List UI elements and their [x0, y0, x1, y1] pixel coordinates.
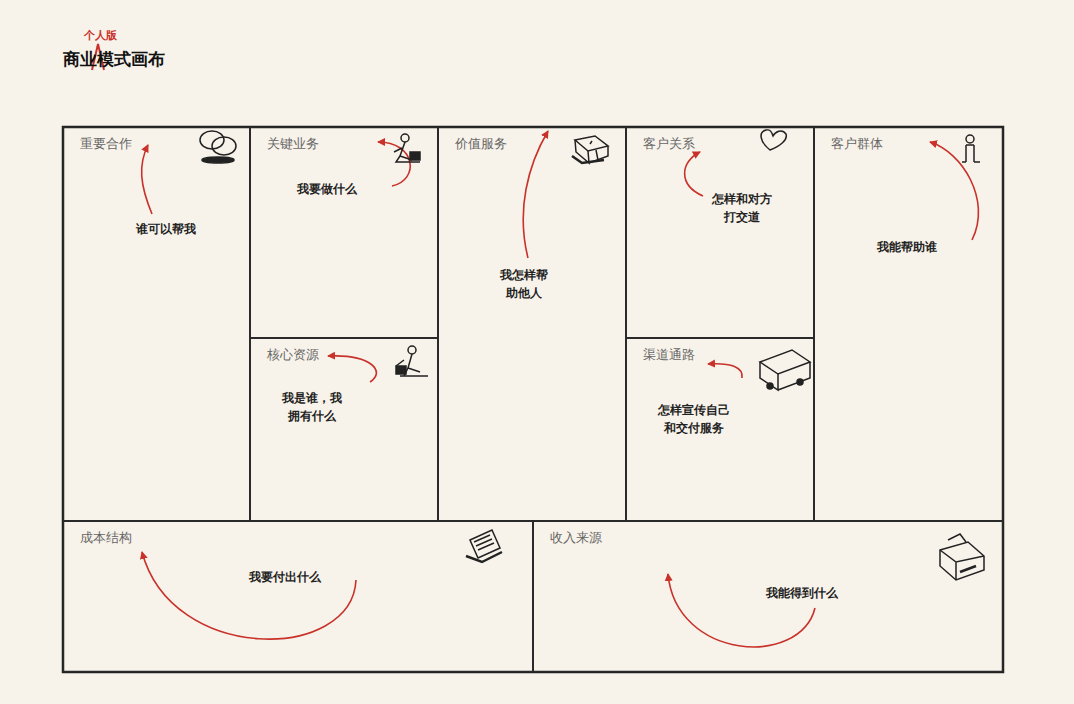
edition-note: 个人版 — [84, 28, 117, 43]
leader-arrow — [668, 574, 815, 647]
block-question: 我要做什么 — [297, 180, 369, 198]
canvas-block: 客户群体我能帮助谁 — [814, 127, 1003, 521]
leader-arrow — [142, 145, 152, 214]
leader-arrow — [378, 142, 410, 186]
block-heading: 渠道通路 — [643, 345, 695, 365]
block-heading: 成本结构 — [80, 528, 132, 548]
person-icon — [962, 135, 980, 162]
leader-arrow — [142, 552, 356, 639]
leader-arrow — [328, 356, 376, 382]
block-heading: 核心资源 — [267, 345, 319, 365]
cash-register-icon — [940, 534, 984, 580]
block-question: 怎样和对方打交道 — [711, 190, 773, 226]
block-heading: 客户关系 — [643, 134, 695, 154]
block-question: 怎样宣传自己和交付服务 — [657, 401, 731, 437]
canvas-block: 重要合作谁可以帮我 — [63, 127, 250, 521]
leader-arrow — [685, 152, 703, 196]
block-heading: 收入来源 — [550, 528, 602, 548]
block-heading: 价值服务 — [455, 134, 507, 154]
block-question: 我是谁，我拥有什么 — [281, 389, 343, 425]
canvas-block: 关键业务我要做什么 — [250, 127, 438, 338]
worker-icon — [394, 134, 420, 162]
receipt-icon — [466, 530, 502, 562]
rings-icon — [200, 131, 236, 163]
canvas-block: 收入来源我能得到什么 — [533, 521, 1003, 672]
hands-icon — [396, 346, 428, 376]
gift-icon — [572, 136, 608, 163]
block-question: 我能帮助谁 — [877, 238, 943, 256]
truck-icon — [760, 350, 810, 390]
block-question: 我能得到什么 — [766, 584, 850, 602]
block-heading: 关键业务 — [267, 134, 319, 154]
canvas-block: 客户关系怎样和对方打交道 — [626, 127, 814, 338]
block-question: 谁可以帮我 — [136, 220, 202, 238]
canvas-block: 价值服务我怎样帮助他人 — [438, 127, 626, 521]
block-heading: 重要合作 — [80, 134, 132, 154]
block-heading: 客户群体 — [831, 134, 883, 154]
canvas-block: 渠道通路怎样宣传自己和交付服务 — [626, 338, 814, 521]
leader-arrow — [708, 364, 742, 378]
block-question: 我要付出什么 — [249, 568, 333, 586]
block-question: 我怎样帮助他人 — [499, 266, 549, 302]
canvas-block: 成本结构我要付出什么 — [63, 521, 533, 672]
canvas-block: 核心资源我是谁，我拥有什么 — [250, 338, 438, 521]
leader-arrow — [523, 131, 548, 258]
canvas-frame — [63, 127, 1003, 672]
canvas-title: 商业模式画布 — [63, 48, 165, 71]
heart-icon — [761, 130, 786, 150]
leader-arrow — [930, 142, 978, 240]
